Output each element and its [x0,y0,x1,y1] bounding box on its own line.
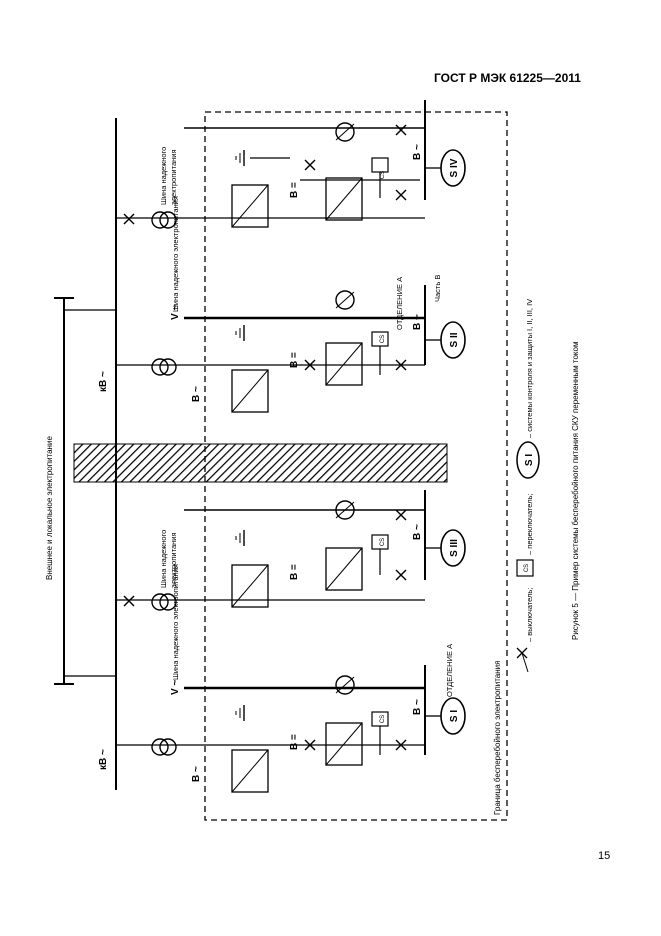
essential-buses [184,127,425,690]
external-supply-bracket [54,297,116,685]
cs-2: CS [380,335,386,343]
legend-systems: – системы контроля и защиты I, II, III, … [525,299,534,438]
figure-caption: Рисунок 5 — Пример системы бесперебойног… [571,342,580,640]
v-label-bottom: V ~ [170,680,181,695]
b-dc-2: В = [289,352,300,368]
module-s-iv [116,100,426,229]
module-s-i [116,665,426,793]
module-s-ii [116,285,426,413]
b-ac-5: В ~ [412,524,423,540]
system-s-iii: S III [449,539,460,557]
external-supply-label: Внешнее и локальное электропитание [45,436,54,580]
division-a-top: ОТДЕЛЕНИЕ А [395,277,404,330]
system-s-ii: S II [449,332,460,347]
page-number: 15 [598,850,611,862]
bus-label-2: Шина надежного электропитания [171,564,180,680]
b-ac-6: В ~ [412,699,423,715]
ups-boundary-label: Граница бесперебойного электропитания [493,661,502,815]
system-s-iv: S IV [449,158,460,177]
b-ac-4: В ~ [412,314,423,330]
part-b: Часть В [433,275,442,302]
b-ac-2: В ~ [191,766,202,782]
bus-label-top-b: электропитания [169,149,178,205]
cs-1: CS [380,171,386,179]
kv-label-top: кВ ~ [98,371,109,392]
legend-cs: CS [524,564,530,572]
b-dc-3: В = [289,564,300,580]
bus-label-1: Шина надежного электропитания [171,196,180,312]
b-ac-1: В ~ [191,386,202,402]
cs-4: CS [380,715,386,723]
module-s-iii [116,490,426,611]
v-label-top: V ~ [170,305,181,320]
system-circles [440,149,466,735]
cs-3: CS [380,538,386,546]
legend-transfer: – переключатель; [525,493,534,555]
division-a-bottom: ОТДЕЛЕНИЕ А [445,644,454,697]
bus-label-top-a: Шина надежного [159,147,168,205]
separation-barrier [73,443,448,483]
bus-label-mid-a: Шина надежного [159,530,168,588]
b-dc-1: В = [289,182,300,198]
legend: – выключатель; CS – переключатель; S I –… [516,299,580,673]
b-dc-4: В = [289,734,300,750]
system-circle-feeds [425,167,441,717]
bus-label-mid-b: электропитания [169,532,178,588]
system-s-i: S I [449,710,460,722]
legend-symbol: S I [524,454,535,466]
kv-label-bottom: кВ ~ [98,749,109,770]
legend-switch: – выключатель; [525,588,534,642]
b-ac-3: В ~ [412,144,423,160]
standard-code: ГОСТ Р МЭК 61225—2011 [434,71,581,85]
